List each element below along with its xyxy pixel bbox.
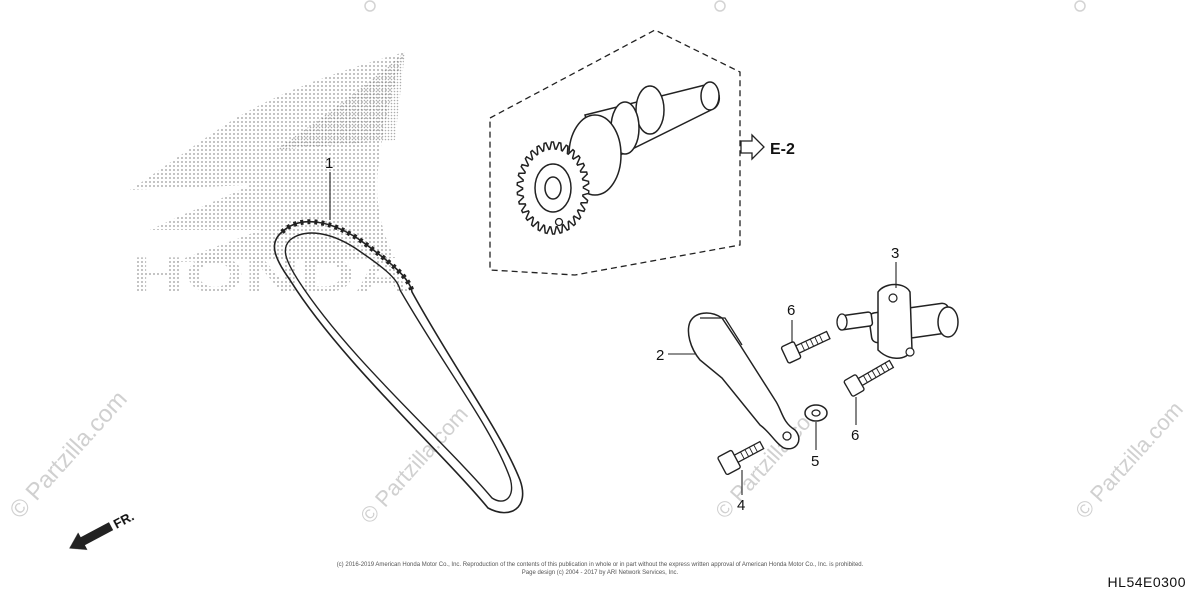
wing-shape [130, 52, 405, 262]
front-label: FR. [111, 509, 137, 532]
reference-label: E-2 [770, 141, 795, 158]
hollow-arrow-icon [740, 133, 765, 161]
copyright-line-1: (c) 2016-2019 American Honda Motor Co., … [336, 562, 864, 568]
callout-6-upper: 6 [787, 302, 795, 319]
watermark-left: © Partzilla.com [4, 386, 132, 524]
sprocket-bore [544, 176, 562, 200]
slipper-pivot-hole [782, 431, 792, 441]
bolt-shank [794, 330, 831, 354]
bolt-thread [800, 334, 824, 351]
reference-arrow-e2: E-2 [740, 133, 795, 161]
callout-5: 5 [811, 453, 819, 470]
honda-logo-text: HONDA [130, 247, 410, 303]
front-direction-indicator: FR. [69, 509, 137, 550]
callout-2: 2 [656, 347, 664, 364]
camshaft-assembly [489, 29, 741, 276]
callout-3: 3 [891, 245, 899, 262]
callout-numbers: 1 2 3 4 5 6 6 [325, 155, 899, 514]
watermark-right: © Partzilla.com [1070, 396, 1188, 523]
watermark-copyright-top-3 [1074, 0, 1086, 12]
bolt-shank [857, 359, 895, 387]
callout-4: 4 [737, 497, 745, 514]
sprocket-hole [554, 217, 564, 227]
honda-wing-logo: HONDA [130, 52, 410, 303]
bolt-part-6-lower [843, 359, 895, 397]
washer-part-5 [804, 404, 828, 422]
cam-lobe-1 [635, 85, 665, 135]
watermark-center: © Partzilla.com [355, 401, 473, 528]
leader-lines [329, 172, 897, 495]
reference-boundary-box [489, 29, 741, 276]
slipper-face [700, 317, 743, 346]
lifter-flange-hole-top [888, 293, 898, 303]
lifter-flange-hole-bottom [905, 347, 915, 357]
callout-1: 1 [325, 155, 333, 172]
bolt-part-4 [717, 440, 765, 476]
watermark-copyright-top-2 [714, 0, 726, 12]
cam-end-journal [700, 81, 720, 111]
washer-inner [811, 409, 821, 417]
lifter-cap [937, 306, 959, 338]
slipper-body [687, 312, 800, 450]
front-arrow-icon [69, 522, 114, 550]
cam-chain-inner [284, 232, 513, 502]
cam-chain-outer [273, 220, 524, 514]
cam-chain [273, 219, 524, 514]
bolt-head [780, 341, 802, 364]
copyright-line-2: Page design (c) 2004 - 2017 by ARI Netwo… [521, 570, 679, 576]
cam-chain-links [280, 219, 415, 293]
bolt-part-6-upper [780, 330, 831, 364]
bolt-thread [863, 362, 890, 383]
bolt-head [843, 374, 865, 397]
callout-6-lower: 6 [851, 427, 859, 444]
tensioner-slipper [687, 312, 800, 450]
bolt-head [717, 449, 741, 476]
watermark-copyright-top-1 [364, 0, 376, 12]
tensioner-lifter [836, 283, 959, 359]
diagram-code: HL54E0300 [1107, 574, 1186, 590]
wing-feather-1 [275, 52, 405, 150]
bolt-thread [740, 444, 758, 460]
lifter-plunger-tip [836, 313, 848, 331]
